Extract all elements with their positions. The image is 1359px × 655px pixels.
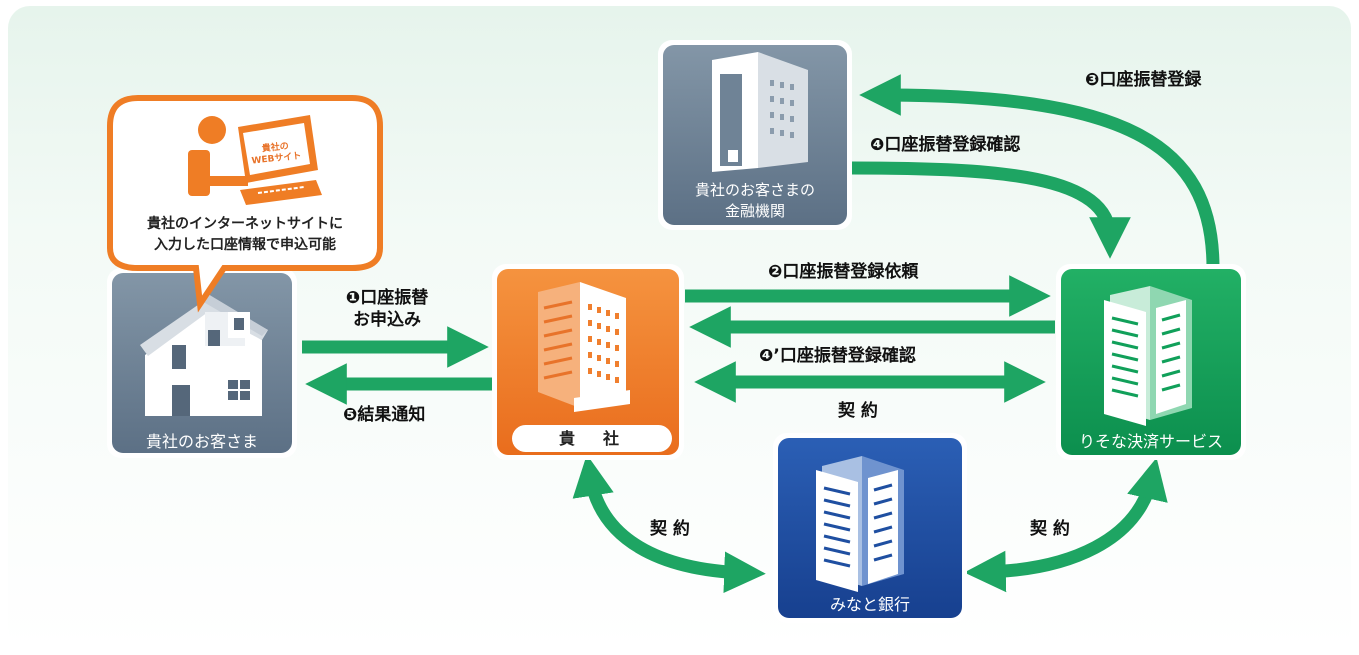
resona-label: りそな決済サービス [1078, 432, 1223, 451]
company-tile [492, 264, 684, 460]
resona-tile [1056, 264, 1246, 460]
step3-label: ❸口座振替登録 [1085, 70, 1202, 90]
bubble-line2: 入力した口座情報で申込可能 [154, 237, 336, 253]
arrow-step4 [851, 161, 1131, 259]
step4p-label: ❹’口座振替登録確認 [759, 346, 916, 366]
contract-left-label: 契 約 [650, 519, 690, 539]
person-computer-icon [188, 115, 322, 205]
customer-bank-tile [658, 40, 852, 230]
customer-bank-label: 貴社のお客さまの 金融機関 [663, 180, 847, 222]
step1-line2: お申込み [353, 310, 421, 330]
arrow-step3 [859, 74, 1220, 269]
company-label: 貴 社 [512, 425, 672, 452]
arrow-contract-right [964, 457, 1168, 593]
contract-center-label: 契 約 [838, 401, 878, 421]
customer-label: 貴社のお客さま [145, 432, 258, 451]
step1-line1: ❶口座振替 [345, 288, 429, 308]
arrow-contract-left [572, 454, 766, 594]
company-building-icon [538, 282, 630, 412]
bank-label-line2: 金融機関 [724, 202, 785, 220]
contract-right-label: 契 約 [1030, 519, 1070, 539]
bubble-text: 貴社のインターネットサイトに 入力した口座情報で申込可能 [118, 214, 372, 256]
house-icon [140, 294, 268, 416]
step4-label: ❹口座振替登録確認 [870, 135, 1021, 155]
step5-label: ❺結果通知 [343, 405, 426, 425]
step2-label: ❷口座振替登録依頼 [768, 262, 919, 282]
minato-tile [773, 433, 967, 623]
bank-label-line1: 貴社のお客さまの [694, 181, 815, 199]
customer-tile [107, 268, 297, 458]
bubble-line1: 貴社のインターネットサイトに [147, 216, 343, 232]
resona-building-icon [1104, 286, 1192, 426]
step1-label: ❶口座振替 お申込み [322, 287, 452, 331]
bank-building-icon [712, 52, 808, 172]
minato-building-icon [816, 456, 904, 592]
arrows [302, 74, 1220, 594]
speech-bubble [107, 95, 383, 313]
minato-label: みなと銀行 [829, 595, 910, 614]
